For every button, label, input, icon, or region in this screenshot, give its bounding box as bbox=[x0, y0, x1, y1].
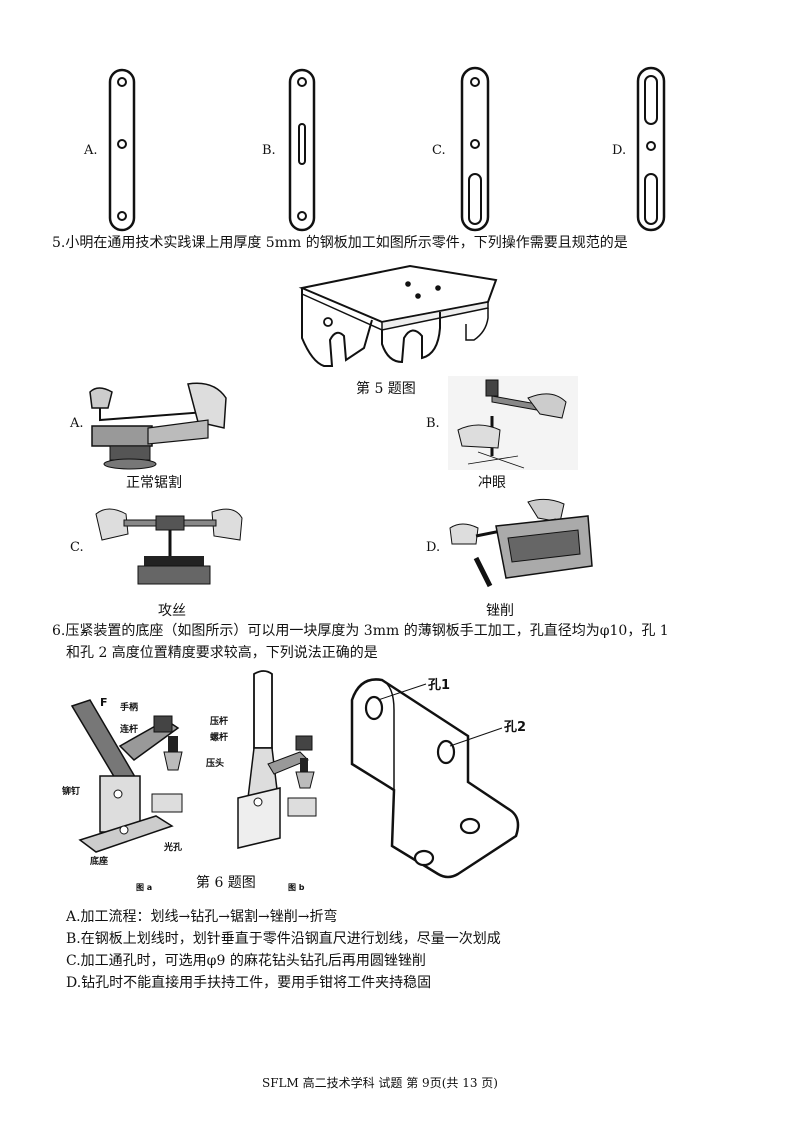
q5-option-c-tapping-image bbox=[95, 508, 243, 585]
q5-option-b-punching-image bbox=[448, 376, 578, 470]
q6-label-hole: 光孔 bbox=[164, 843, 183, 853]
q6-label-press-head: 压头 bbox=[206, 759, 225, 769]
q6-stem-line2: 和孔 2 高度位置精度要求较高，下列说法正确的是 bbox=[66, 645, 378, 661]
q5-option-a-sawing-image bbox=[89, 382, 227, 470]
q5-option-b-letter: B. bbox=[426, 416, 440, 431]
q6-stem-line1: 6.压紧装置的底座（如图所示）可以用一块厚度为 3mm 的薄钢板手工加工，孔直径… bbox=[52, 623, 669, 639]
plate-a-figure bbox=[108, 68, 136, 232]
plate-c-figure bbox=[460, 66, 490, 232]
q6-label-fig-a: 图 a bbox=[136, 883, 153, 892]
q5-option-c-letter: C. bbox=[70, 540, 84, 555]
q6-label-hole2: 孔2 bbox=[504, 720, 527, 735]
plate-b-letter: B. bbox=[262, 143, 276, 158]
plate-d-letter: D. bbox=[612, 143, 627, 158]
plate-d-figure bbox=[636, 66, 666, 232]
q6-option-b: B.在钢板上划线时，划针垂直于零件沿钢直尺进行划线，尽量一次划成 bbox=[66, 931, 501, 947]
q5-option-c-caption: 攻丝 bbox=[158, 603, 186, 619]
q6-label-press-rod: 压杆 bbox=[210, 717, 229, 727]
q6-figure-b-clamp bbox=[237, 670, 317, 849]
q6-figure-a-clamp bbox=[70, 699, 183, 853]
plate-options: A. B. C. D. bbox=[0, 0, 800, 232]
plate-a-letter: A. bbox=[84, 143, 98, 158]
q6-base-bracket-figure bbox=[350, 678, 520, 879]
q5-option-a-caption: 正常锯割 bbox=[126, 475, 182, 491]
q5-option-b-caption: 冲眼 bbox=[478, 475, 506, 491]
q6-label-base: 底座 bbox=[90, 857, 109, 867]
q6-label-f: F bbox=[100, 696, 108, 709]
q5-option-d-letter: D. bbox=[426, 540, 441, 555]
q6-label-handle: 手柄 bbox=[120, 703, 139, 713]
q5-figure-caption: 第 5 题图 bbox=[356, 381, 416, 397]
q6-option-a: A.加工流程：划线→钻孔→锯割→锉削→折弯 bbox=[66, 909, 338, 925]
q6-label-fig-b: 图 b bbox=[288, 883, 305, 892]
q6-label-screw: 螺杆 bbox=[210, 733, 229, 743]
q5-option-a-letter: A. bbox=[70, 416, 84, 431]
q6-label-hole1: 孔1 bbox=[428, 678, 451, 693]
q5-option-d-filing-image bbox=[449, 498, 593, 588]
q6-option-d: D.钻孔时不能直接用手扶持工件，要用手钳将工件夹持稳固 bbox=[66, 975, 432, 991]
q6-option-c: C.加工通孔时，可选用φ9 的麻花钻头钻孔后再用圆锉锉削 bbox=[66, 953, 426, 969]
q6-label-rivet: 铆钉 bbox=[62, 787, 81, 797]
page-footer: SFLM 高二技术学科 试题 第 9页(共 13 页) bbox=[262, 1076, 498, 1090]
plate-c-letter: C. bbox=[432, 143, 446, 158]
q6-figure-caption: 第 6 题图 bbox=[196, 875, 256, 891]
q6-label-link: 连杆 bbox=[120, 725, 139, 735]
plate-b-figure bbox=[288, 68, 316, 232]
q5-option-d-caption: 锉削 bbox=[486, 603, 514, 619]
q5-part-figure bbox=[298, 264, 498, 367]
q5-stem: 5.小明在通用技术实践课上用厚度 5mm 的钢板加工如图所示零件，下列操作需要且… bbox=[52, 235, 628, 251]
